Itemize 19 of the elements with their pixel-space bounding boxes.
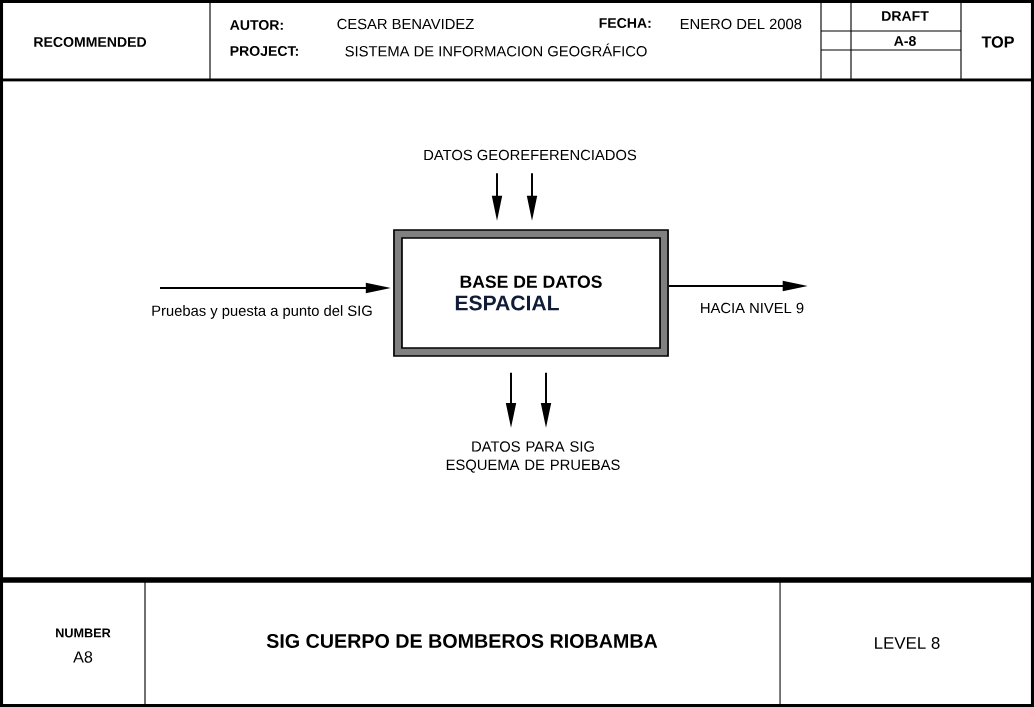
edge-label: HACIA NIVEL 9 — [698, 301, 806, 315]
field-value: CESAR BENAVIDEZ — [337, 18, 474, 30]
field-label: PROJECT: — [230, 46, 298, 56]
field-label: FECHA: — [599, 18, 651, 28]
title-block-label: RECOMMENDED — [34, 37, 147, 47]
edge-label: Pruebas y puesta a punto del SIG — [149, 303, 375, 321]
title-block-value: A8 — [73, 651, 93, 663]
arrow-label: DATOS GEOREFERENCIADOS — [424, 149, 637, 161]
title-block-label: NUMBER — [56, 628, 111, 638]
field-label: AUTOR: — [230, 20, 283, 30]
field-value: SISTEMA DE INFORMACION GEOGRÁFICO — [345, 43, 647, 57]
arrow-label: DATOS PARA SIG ESQUEMA DE PRUEBAS — [446, 441, 620, 473]
title-block-label: TOP — [981, 36, 1014, 48]
title-block-label: A-8 — [894, 36, 916, 46]
title-block-label: DRAFT — [882, 11, 929, 21]
level-label: LEVEL 8 — [875, 637, 940, 649]
title-block-text: SIG CUERPO DE BOMBEROS RIOBAMBA — [266, 634, 658, 648]
process-box: BASE DE DATOS ESPACIAL — [393, 229, 669, 357]
field-value: ENERO DEL 2008 — [680, 18, 802, 30]
